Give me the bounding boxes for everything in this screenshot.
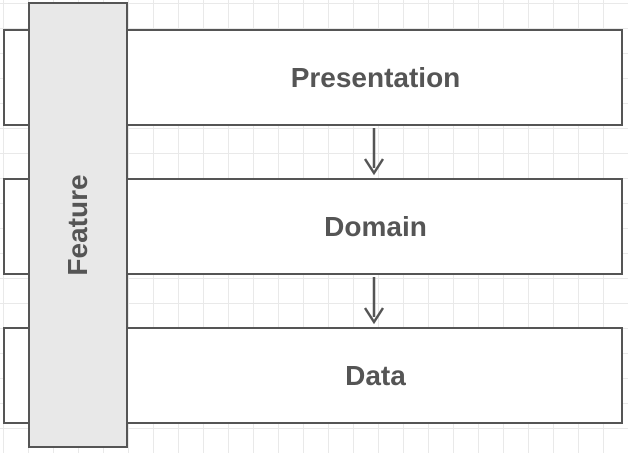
arrow-presentation-to-domain [363, 128, 385, 176]
presentation-layer-label: Presentation [290, 61, 461, 93]
domain-layer-box: Domain [3, 178, 623, 275]
data-layer-label: Data [345, 359, 406, 391]
domain-layer-label: Domain [324, 210, 427, 242]
feature-column: Feature [28, 2, 128, 448]
arrow-domain-to-data [363, 277, 385, 325]
feature-label: Feature [62, 174, 93, 276]
